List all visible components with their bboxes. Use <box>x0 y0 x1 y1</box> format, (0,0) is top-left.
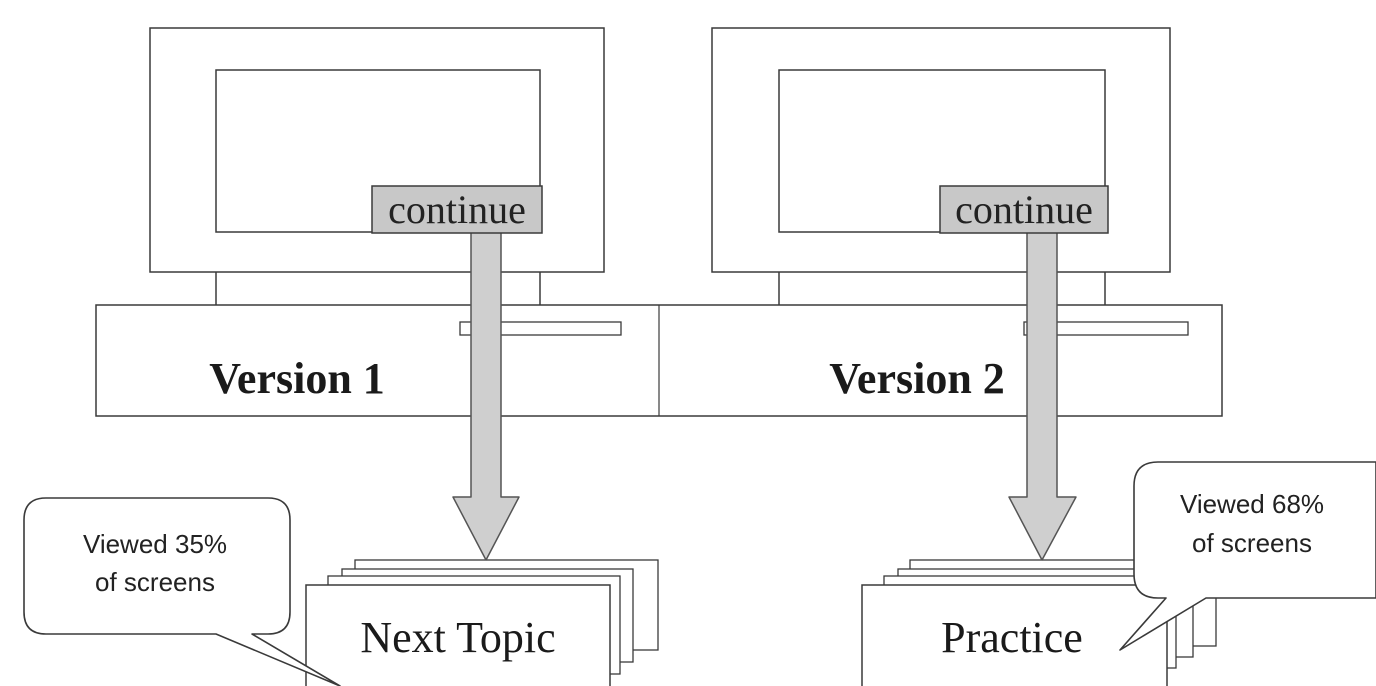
page-front-practice <box>861 584 1168 686</box>
continue-button-version-1[interactable]: continue <box>371 185 543 234</box>
disk-slot-2 <box>1023 321 1189 336</box>
continue-label-2: continue <box>955 187 1093 232</box>
practice-label: Practice <box>941 613 1083 662</box>
arrow-version-2 <box>1008 227 1077 561</box>
callout-1-line1: Viewed 35% <box>83 529 227 559</box>
callout-2-line1: Viewed 68% <box>1180 489 1324 519</box>
callout-version-2: Viewed 68% of screens <box>1119 461 1376 651</box>
computer-version-2 <box>711 27 1171 305</box>
arrow-version-1 <box>452 227 520 561</box>
callout-2-line2: of screens <box>1192 528 1312 558</box>
page-stack-next-topic <box>305 559 659 686</box>
callout-1-line2: of screens <box>95 567 215 597</box>
page-front-next-topic <box>305 584 611 686</box>
computer-version-1 <box>149 27 605 305</box>
continue-button-version-2[interactable]: continue <box>939 185 1109 234</box>
continue-label-1: continue <box>388 187 526 232</box>
callout-version-1: Viewed 35% of screens <box>23 497 341 686</box>
next-topic-label: Next Topic <box>360 613 555 662</box>
version-2-label: Version 2 <box>829 354 1005 403</box>
version-1-label: Version 1 <box>209 354 385 403</box>
